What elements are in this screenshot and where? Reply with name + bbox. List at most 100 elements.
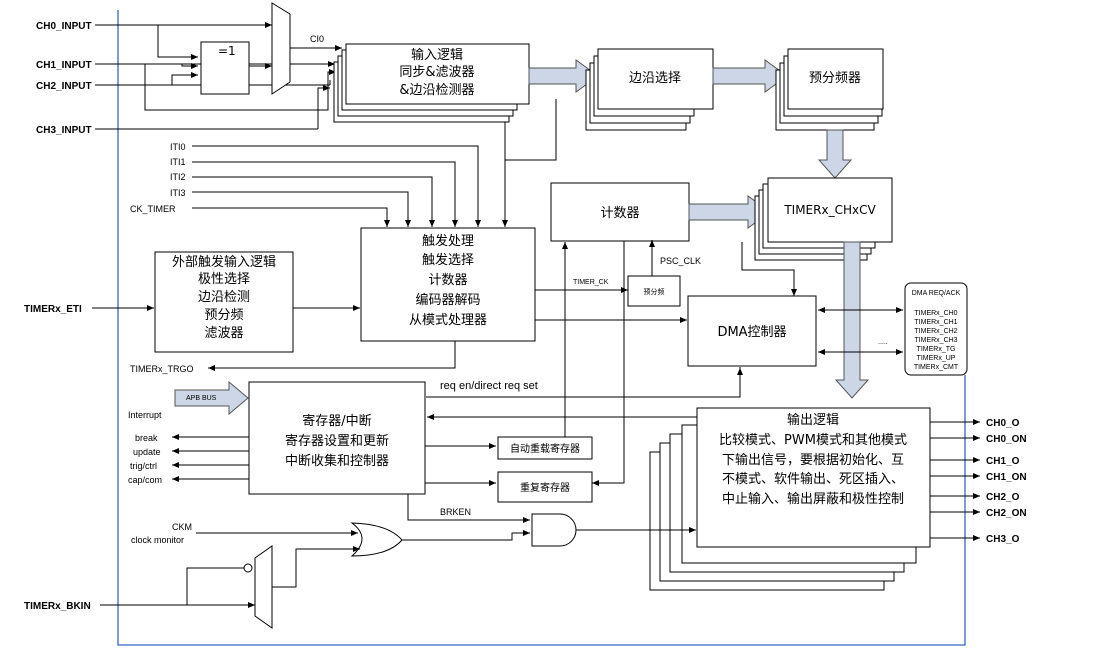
- output-logic-line3: 下输出信号，要根据初始化、互: [722, 452, 904, 468]
- output-wires: [930, 419, 980, 541]
- ch1-o-label: CH1_O: [986, 456, 1020, 467]
- brken-wire: [407, 494, 530, 523]
- apb-bus-label: APB BUS: [186, 395, 217, 402]
- dma-controller-label: DMA控制器: [717, 325, 786, 340]
- inverter-bubble: [243, 563, 253, 573]
- output-logic-line4: 不模式、软件输出、死区插入、: [722, 471, 904, 487]
- external-trigger-box: [154, 251, 294, 353]
- ch0-on-label: CH0_ON: [986, 434, 1027, 445]
- dma-req-cmt: TIMERx_CMT: [914, 364, 959, 371]
- brken-label: BRKEN: [440, 507, 471, 517]
- prescaler-label: 预分频器: [809, 71, 861, 86]
- dma-req-up: TIMERx_UP: [917, 355, 956, 362]
- dma-req-tg: TIMERx_TG: [917, 346, 956, 353]
- ch2-on-label: CH2_ON: [986, 508, 1027, 519]
- and-gate: [531, 513, 577, 547]
- trigger-line4: 编码器解码: [415, 293, 480, 308]
- ch2-o-label: CH2_O: [986, 492, 1020, 503]
- chxcv-stack: TIMERx_CHxCV: [754, 177, 893, 261]
- arrow-chxcv-to-output: [834, 241, 870, 399]
- counter-box: [550, 182, 690, 242]
- bkin-label: TIMERx_BKIN: [24, 601, 91, 612]
- ch0-o-label: CH0_O: [986, 418, 1020, 429]
- ch1-on-label: CH1_ON: [986, 472, 1027, 483]
- ext-trigger-line5: 滤波器: [204, 326, 243, 341]
- trigger-line2: 触发选择: [422, 252, 474, 268]
- bkin-invert-wire: [186, 567, 244, 605]
- ckm-label: CKM: [172, 522, 192, 532]
- bkin-polarity-mux: [254, 545, 273, 629]
- edge-select-stack: 边沿选择: [585, 48, 714, 131]
- registers-line2: 寄存器设置和更新: [285, 433, 389, 449]
- timer-boundary: [117, 10, 966, 646]
- small-prescaler-label: 预分频: [644, 287, 665, 296]
- prescaler-stack: 预分频器: [775, 48, 884, 131]
- dma-req-ch3: TIMERx_CH3: [914, 337, 957, 344]
- break-label: break: [135, 433, 158, 443]
- ext-trigger-line1: 外部触发输入逻辑: [172, 254, 276, 270]
- counter-label: 计数器: [600, 206, 639, 221]
- input-logic-stack: 输入逻辑 同步&滤波器 &边沿检测器: [333, 43, 530, 123]
- or-to-and-wire: [402, 530, 530, 541]
- clock-monitor-label: clock monitor: [131, 535, 184, 545]
- ch3-o-label: CH3_O: [986, 534, 1020, 545]
- registers-box: [248, 381, 426, 495]
- registers-line1: 寄存器/中断: [302, 413, 371, 429]
- small-prescaler-box: [627, 275, 681, 307]
- dma-dots: .....: [878, 339, 888, 346]
- psc-clk-label: PSC_CLK: [660, 256, 701, 266]
- auto-reload-register-box: [497, 436, 593, 460]
- xor-label: =1: [218, 44, 236, 58]
- chxcv-label: TIMERx_CHxCV: [783, 203, 876, 217]
- dma-bus-wires: [818, 307, 903, 355]
- dma-req-ch1: TIMERx_CH1: [914, 319, 957, 326]
- cap-com-label: cap/com: [128, 475, 162, 485]
- ext-trigger-line4: 预分频: [204, 308, 243, 323]
- input-logic-line3: &边沿检测器: [399, 83, 474, 98]
- timer-ck-label: TIMER_CK: [573, 279, 609, 286]
- dma-req-ch2: TIMERx_CH2: [914, 328, 957, 335]
- req-en-label: req en/direct req set: [440, 380, 538, 392]
- trigger-line5: 从模式处理器: [409, 313, 487, 328]
- iti0-label: ITI0: [170, 142, 186, 152]
- mux-to-or-wire: [272, 546, 360, 588]
- or-gate: [350, 522, 403, 557]
- iti3-label: ITI3: [170, 188, 186, 198]
- ext-trigger-line2: 极性选择: [198, 272, 250, 287]
- ch0-input-label: CH0_INPUT: [36, 21, 92, 32]
- trgo-wire: [208, 341, 456, 371]
- ck-timer-label: CK_TIMER: [130, 204, 176, 214]
- update-label: update: [133, 447, 161, 457]
- ch2-input-label: CH2_INPUT: [36, 81, 92, 92]
- dma-req-ch0: TIMERx_CH0: [914, 310, 957, 317]
- dma-req-ack-box: [904, 282, 968, 376]
- input-logic-line2: 同步&滤波器: [399, 65, 474, 80]
- register-left-wires: [172, 434, 249, 482]
- trgo-label: TIMERx_TRGO: [130, 364, 194, 374]
- auto-reload-label: 自动重载寄存器: [510, 442, 580, 455]
- edge-select-label: 边沿选择: [629, 71, 681, 86]
- dma-controller-box: [687, 295, 817, 367]
- ch3-input-label: CH3_INPUT: [36, 125, 92, 136]
- input-logic-line1: 输入逻辑: [411, 47, 463, 63]
- registers-line3: 中断收集和控制器: [285, 453, 389, 469]
- repeat-register-label: 重复寄存器: [520, 481, 570, 494]
- trigger-line3: 计数器: [428, 273, 467, 288]
- output-logic-line5: 中止输入、输出屏蔽和极性控制: [722, 491, 904, 507]
- iti2-label: ITI2: [170, 172, 186, 182]
- trigger-line1: 触发处理: [422, 233, 474, 249]
- apb-bus-arrow: [174, 380, 249, 416]
- iti1-label: ITI1: [170, 157, 186, 167]
- input-mux: [271, 2, 291, 95]
- repeat-register-box: [497, 471, 593, 503]
- xor-gate-box: [200, 41, 250, 95]
- output-logic-line2: 比较模式、PWM模式和其他模式: [719, 433, 907, 448]
- output-logic-line1: 输出逻辑: [787, 412, 839, 428]
- req-en-wire: [426, 368, 743, 398]
- output-logic-stack: 输出逻辑 比较模式、PWM模式和其他模式 下输出信号，要根据初始化、互 不模式、…: [649, 407, 931, 591]
- arrow-prescaler-to-chxcv: [817, 129, 853, 179]
- eti-label: TIMERx_ETI: [24, 304, 82, 315]
- ci0-label: CI0: [310, 34, 324, 44]
- trigger-processing-box: [360, 227, 536, 342]
